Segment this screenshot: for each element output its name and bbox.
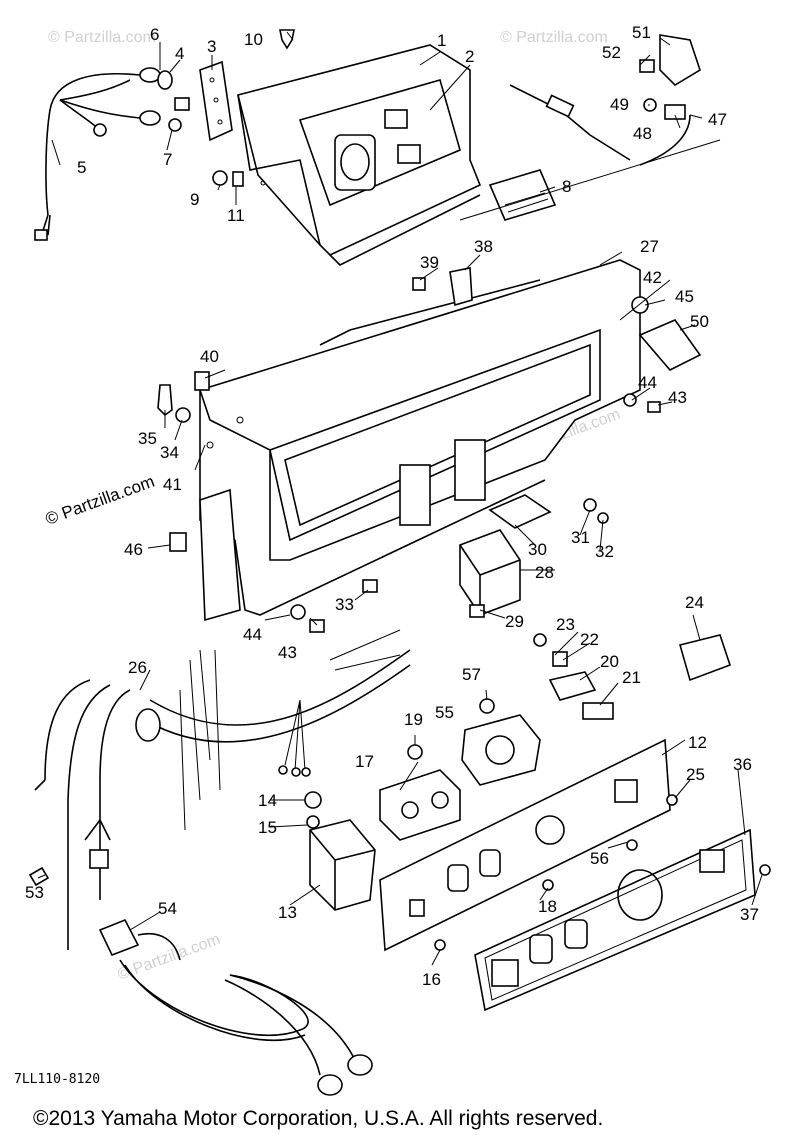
label-part-22: 22 — [580, 630, 599, 649]
label-part-52: 52 — [602, 43, 621, 62]
label-part-49: 49 — [610, 95, 629, 114]
label-part-24: 24 — [685, 593, 704, 612]
watermark: © Partzilla.com — [500, 29, 608, 46]
label-part-51: 51 — [632, 23, 651, 42]
label-part-26: 26 — [128, 658, 147, 677]
label-part-23: 23 — [556, 615, 575, 634]
part-30-shape — [488, 494, 552, 529]
label-part-16: 16 — [422, 970, 441, 989]
label-part-9: 9 — [190, 190, 199, 209]
label-part-33: 33 — [335, 595, 354, 614]
part-3-shape — [199, 60, 233, 142]
watermark: © Partzilla.com — [48, 29, 156, 46]
label-part-54: 54 — [158, 899, 177, 918]
label-part-10: 10 — [244, 30, 263, 49]
label-part-2: 2 — [465, 47, 474, 66]
label-part-1: 1 — [437, 31, 446, 50]
label-part-32: 32 — [595, 542, 614, 561]
label-part-27: 27 — [640, 237, 659, 256]
label-part-34: 34 — [160, 443, 179, 462]
label-part-29: 29 — [505, 612, 524, 631]
part-8-shape — [488, 169, 557, 221]
label-part-28: 28 — [535, 563, 554, 582]
label-part-25: 25 — [686, 765, 705, 784]
label-part-17: 17 — [355, 752, 374, 771]
drawing-code: 7LL110-8120 — [14, 1072, 100, 1087]
part-label-group: 1 2 3 4 5 6 7 8 9 10 11 12 13 14 15 16 1… — [25, 23, 759, 989]
copyright-notice: ©2013 Yamaha Motor Corporation, U.S.A. A… — [33, 1107, 603, 1130]
label-part-13: 13 — [278, 903, 297, 922]
top-cover-drawing — [237, 44, 482, 266]
part-28-shape — [459, 529, 521, 616]
part-13-shape — [309, 819, 376, 911]
label-part-44-lower: 44 — [243, 625, 262, 644]
label-part-4: 4 — [175, 44, 184, 63]
label-part-6: 6 — [150, 25, 159, 44]
label-part-5: 5 — [77, 158, 86, 177]
label-part-47: 47 — [708, 110, 727, 129]
label-part-46: 46 — [124, 540, 143, 559]
label-part-19: 19 — [404, 710, 423, 729]
label-part-41: 41 — [163, 475, 182, 494]
label-part-57: 57 — [462, 665, 481, 684]
label-part-7: 7 — [163, 150, 172, 169]
part-24-shape — [679, 634, 732, 682]
panel-12-shape — [379, 738, 671, 952]
label-part-38: 38 — [474, 237, 493, 256]
label-part-43-lower: 43 — [278, 643, 297, 662]
leader-lines — [37, 31, 763, 966]
label-part-21: 21 — [622, 668, 641, 687]
label-part-18: 18 — [538, 897, 557, 916]
label-part-15: 15 — [258, 818, 277, 837]
label-part-53: 53 — [25, 883, 44, 902]
label-part-8: 8 — [562, 177, 571, 196]
label-part-35: 35 — [138, 429, 157, 448]
label-part-43: 43 — [668, 388, 687, 407]
label-part-50: 50 — [690, 312, 709, 331]
label-part-37: 37 — [740, 905, 759, 924]
harness-5-drawing — [34, 67, 161, 241]
part-55-shape — [461, 714, 541, 786]
label-part-12: 12 — [688, 733, 707, 752]
label-part-39: 39 — [420, 253, 439, 272]
part-17-shape — [379, 769, 461, 841]
label-part-40: 40 — [200, 347, 219, 366]
cable-47 — [509, 84, 631, 161]
label-part-14: 14 — [258, 791, 277, 810]
label-part-42: 42 — [643, 268, 662, 287]
label-part-36: 36 — [733, 755, 752, 774]
label-part-30: 30 — [528, 540, 547, 559]
label-part-44: 44 — [638, 373, 657, 392]
label-part-3: 3 — [207, 37, 216, 56]
watermark-dark: © Partzilla.com — [43, 472, 157, 529]
frame-27-drawing — [198, 259, 641, 622]
label-part-56: 56 — [590, 849, 609, 868]
cord-54-drawing — [98, 918, 373, 1096]
harness-26-drawing — [28, 629, 411, 950]
label-part-55: 55 — [435, 703, 454, 722]
label-part-31: 31 — [571, 528, 590, 547]
label-part-11: 11 — [227, 206, 245, 225]
label-part-20: 20 — [600, 652, 619, 671]
label-part-48: 48 — [633, 124, 652, 143]
label-part-45: 45 — [675, 287, 694, 306]
